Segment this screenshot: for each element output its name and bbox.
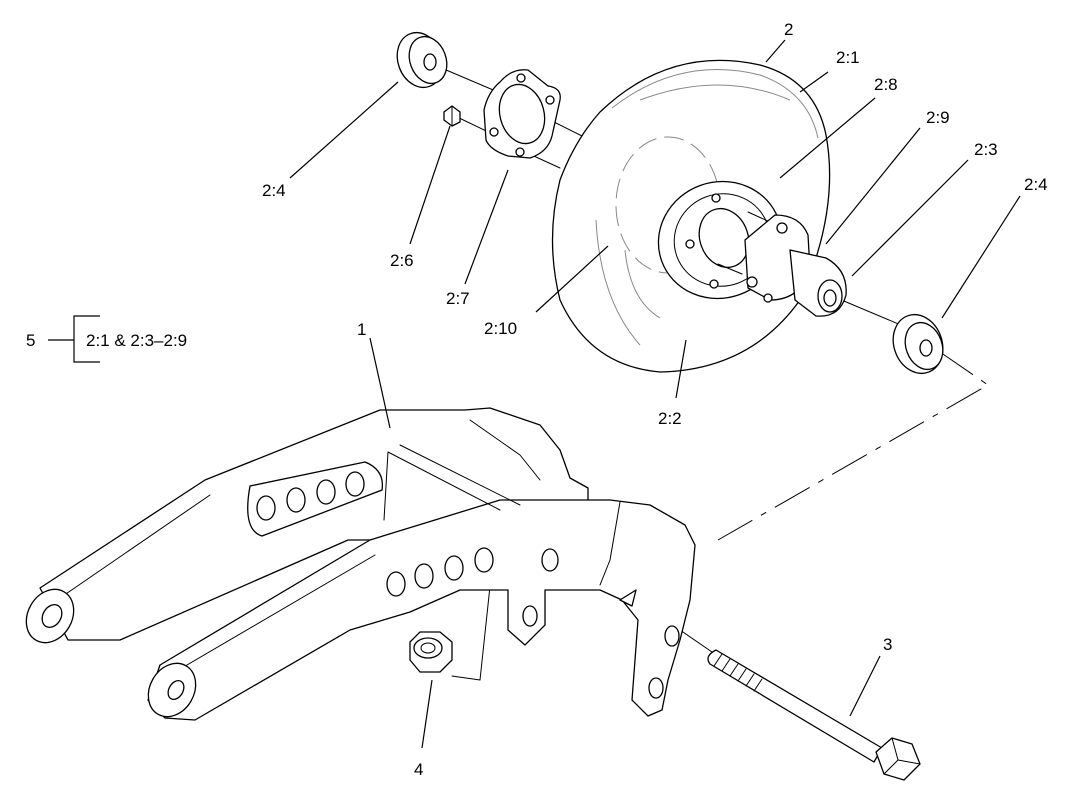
small-nut — [443, 105, 461, 127]
callout-2-10: 2:10 — [484, 319, 517, 338]
callout-2-2: 2:2 — [658, 409, 682, 428]
callout-5: 5 — [26, 331, 35, 350]
leader-lines — [289, 39, 1021, 749]
callout-1: 1 — [357, 320, 366, 339]
callout-3: 3 — [883, 635, 892, 654]
pivot-arm — [25, 407, 696, 721]
bolt — [707, 649, 921, 781]
retainer-plate — [483, 69, 561, 159]
callout-2-1: 2:1 — [836, 48, 860, 67]
callout-2-7: 2:7 — [446, 289, 470, 308]
callout-labels: 2 2:1 2:8 2:9 2:3 2:4 2:4 2:6 2:7 2:10 2… — [26, 20, 1048, 779]
callout-2-8: 2:8 — [874, 75, 898, 94]
callout-2-6: 2:6 — [390, 251, 414, 270]
callout-4: 4 — [414, 760, 423, 779]
locknut — [409, 631, 453, 673]
callout-2-4-right: 2:4 — [1024, 175, 1048, 194]
callout-2-4-left: 2:4 — [262, 181, 286, 200]
kit-bracket — [48, 315, 100, 363]
kit-bracket-label: 2:1 & 2:3–2:9 — [86, 331, 187, 350]
bearing-left — [396, 31, 448, 89]
callout-2-3: 2:3 — [974, 140, 998, 159]
callout-2-9: 2:9 — [926, 108, 950, 127]
hub — [717, 211, 847, 317]
callout-2: 2 — [784, 20, 793, 39]
bearing-right — [892, 313, 944, 375]
